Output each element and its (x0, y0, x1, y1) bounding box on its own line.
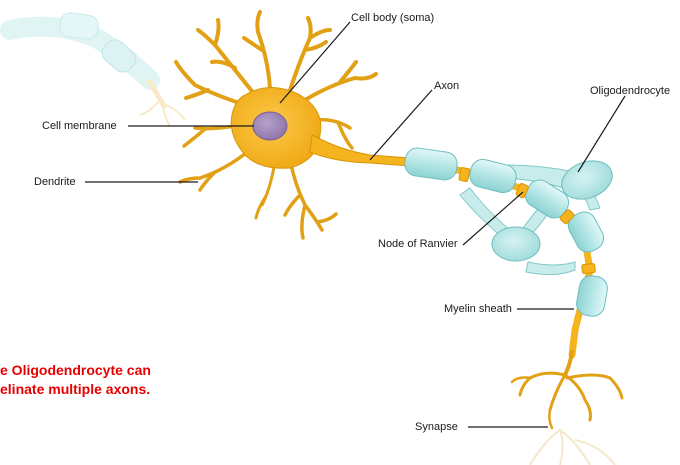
cell-body-label: Cell body (soma) (351, 12, 434, 25)
oligodendrocyte-label: Oligodendrocyte (590, 85, 670, 98)
oligodendrocyte-lower (492, 227, 540, 261)
oligodendrocyte-leader (578, 96, 625, 172)
nucleus (253, 112, 287, 140)
note-line-1: e Oligodendrocyte can (0, 361, 151, 380)
synapse-label: Synapse (415, 421, 458, 434)
myelin-sheath-label: Myelin sheath (444, 303, 512, 316)
cell-membrane-label: Cell membrane (42, 120, 117, 133)
faded-target-dendrites (530, 430, 615, 465)
dendrite-label: Dendrite (34, 176, 76, 189)
oligodendrocyte-note: e Oligodendrocyte can elinate multiple a… (0, 361, 151, 399)
faded-neighbor-axon (10, 11, 185, 126)
node-of-ranvier-label: Node of Ranvier (378, 238, 458, 251)
note-line-2: elinate multiple axons. (0, 380, 151, 399)
axon-label: Axon (434, 80, 459, 93)
label-leader-lines (85, 22, 625, 427)
synapse-terminals (512, 352, 622, 428)
